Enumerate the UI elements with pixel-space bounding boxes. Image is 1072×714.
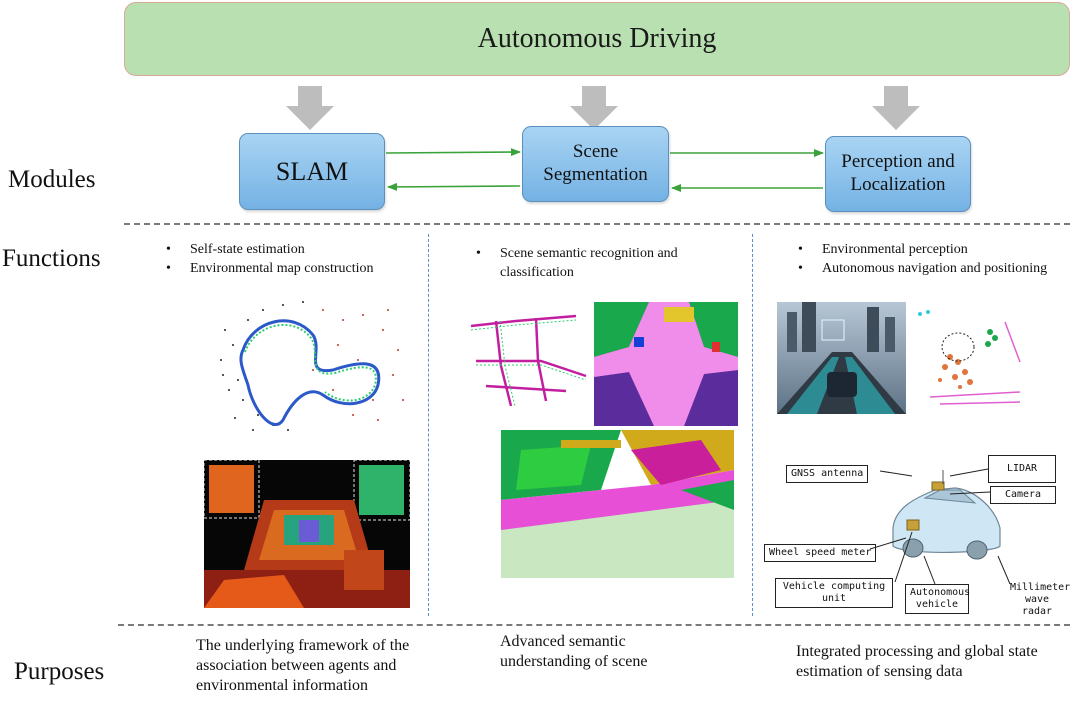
callout-millimeter-wave-radar: Millimeter wave radar [1006, 580, 1070, 620]
segmentation-3d-street-image [501, 430, 734, 578]
flow-arrow-slam-to-segmentation [385, 148, 521, 157]
callout-vehicle-computing-unit: Vehicle computing unit [775, 578, 893, 608]
down-arrow-segmentation [570, 86, 618, 130]
module-scene-segmentation-label: Scene Segmentation [543, 141, 648, 185]
slam-function-item: Self-state estimation [160, 240, 420, 259]
perception-highway-camera-image [777, 302, 906, 414]
module-perception-localization-label: Perception and Localization [841, 151, 955, 195]
row-label-modules: Modules [8, 166, 96, 193]
perception-function-item: Environmental perception [792, 240, 1067, 259]
down-arrow-perception [872, 86, 920, 130]
callout-camera: Camera [990, 486, 1056, 504]
callout-lidar: LIDAR [988, 455, 1056, 483]
separator-modules-functions [124, 223, 1070, 225]
purpose-slam: The underlying framework of the associat… [196, 637, 410, 694]
slam-function-item: Environmental map construction [160, 259, 420, 278]
module-scene-segmentation: Scene Segmentation [522, 126, 669, 202]
slam-dense-map-image [204, 460, 410, 608]
segmentation-intersection-image [594, 302, 738, 426]
slam-function-list: Self-state estimation Environmental map … [160, 240, 420, 278]
segmentation-road-network-image [466, 306, 590, 412]
segmentation-function-item: Scene semantic recognition and classific… [470, 244, 720, 282]
row-label-purposes: Purposes [14, 658, 105, 685]
separator-functions-purposes [118, 624, 1070, 626]
column-divider-right [752, 234, 753, 616]
purpose-segmentation: Advanced semantic understanding of scene [500, 633, 648, 670]
module-slam: SLAM [239, 133, 385, 210]
callout-gnss-antenna: GNSS antenna [786, 465, 869, 483]
callout-autonomous-vehicle: Autonomous vehicle [905, 584, 970, 614]
purpose-perception: Integrated processing and global state e… [796, 643, 1038, 680]
callout-wheel-speed-meter: Wheel speed meter [764, 544, 877, 562]
perception-lidar-points-image [910, 302, 1025, 410]
column-divider-left [428, 234, 429, 616]
module-slam-label: SLAM [275, 156, 349, 186]
segmentation-function-list: Scene semantic recognition and classific… [470, 244, 720, 282]
slam-trajectory-pointcloud-image [213, 290, 413, 438]
row-label-functions: Functions [2, 245, 101, 272]
flow-arrow-segmentation-to-slam [387, 182, 521, 191]
down-arrow-slam [286, 86, 334, 130]
module-perception-localization: Perception and Localization [825, 136, 971, 212]
perception-function-item: Autonomous navigation and positioning [792, 259, 1067, 278]
autonomous-driving-banner: Autonomous Driving [124, 2, 1070, 76]
perception-function-list: Environmental perception Autonomous navi… [792, 240, 1067, 278]
